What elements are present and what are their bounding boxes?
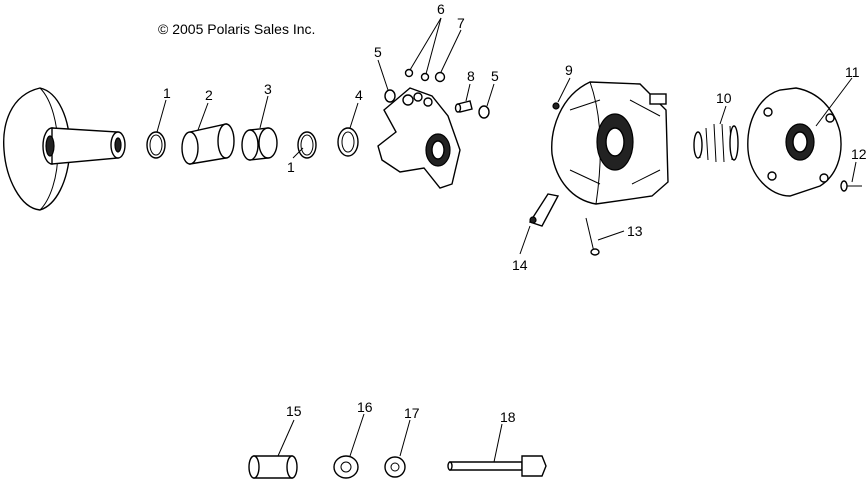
callout-4: 4 (355, 87, 363, 103)
callout-17: 17 (404, 405, 420, 421)
screw-part-9 (552, 102, 560, 110)
balls-part-6-7 (404, 68, 446, 83)
callout-9: 9 (565, 62, 573, 78)
callout-1: 1 (163, 85, 171, 101)
callout-2: 2 (205, 87, 213, 103)
spider-assembly (377, 87, 461, 189)
callout-5: 5 (374, 44, 382, 60)
callout-15: 15 (286, 403, 302, 419)
bushing-part-2 (181, 123, 235, 165)
washer-part-17 (384, 456, 406, 478)
callout-6: 6 (437, 1, 445, 17)
stationary-sheave (551, 81, 669, 205)
callout-10: 10 (716, 90, 732, 106)
copyright-text: © 2005 Polaris Sales Inc. (158, 21, 315, 37)
washer-part-16 (333, 455, 359, 479)
bushing-part-15 (248, 455, 298, 479)
spring-part-10 (693, 123, 739, 163)
callout-11: 11 (845, 64, 860, 80)
bolt-part-12 (840, 180, 862, 192)
roller-part-5b (478, 105, 490, 119)
callout-14: 14 (512, 257, 528, 273)
callout-numbers: 1 2 3 4 1 5 6 7 8 5 9 10 11 12 13 14 15 … (163, 1, 866, 425)
cover-part-11 (747, 87, 842, 197)
callout-12: 12 (851, 146, 866, 162)
ring-part-1 (146, 131, 166, 159)
leader-lines (156, 17, 857, 463)
callout-5b: 5 (491, 68, 499, 84)
callout-18: 18 (500, 409, 516, 425)
bolt-part-13 (585, 217, 600, 256)
pin-part-8 (454, 100, 473, 113)
bushing-part-3 (241, 127, 278, 161)
callout-3: 3 (264, 81, 272, 97)
roller-part-5 (384, 89, 396, 103)
callout-16: 16 (357, 399, 373, 415)
washer-part-4 (337, 127, 359, 157)
moveable-sheave (3, 87, 126, 211)
callout-8: 8 (467, 68, 475, 84)
callout-7: 7 (457, 15, 465, 31)
bolt-part-18 (447, 455, 547, 477)
callout-13: 13 (627, 223, 643, 239)
callout-1b: 1 (287, 159, 295, 175)
ring-part-1b (297, 131, 317, 159)
weight-part-14 (528, 193, 560, 227)
